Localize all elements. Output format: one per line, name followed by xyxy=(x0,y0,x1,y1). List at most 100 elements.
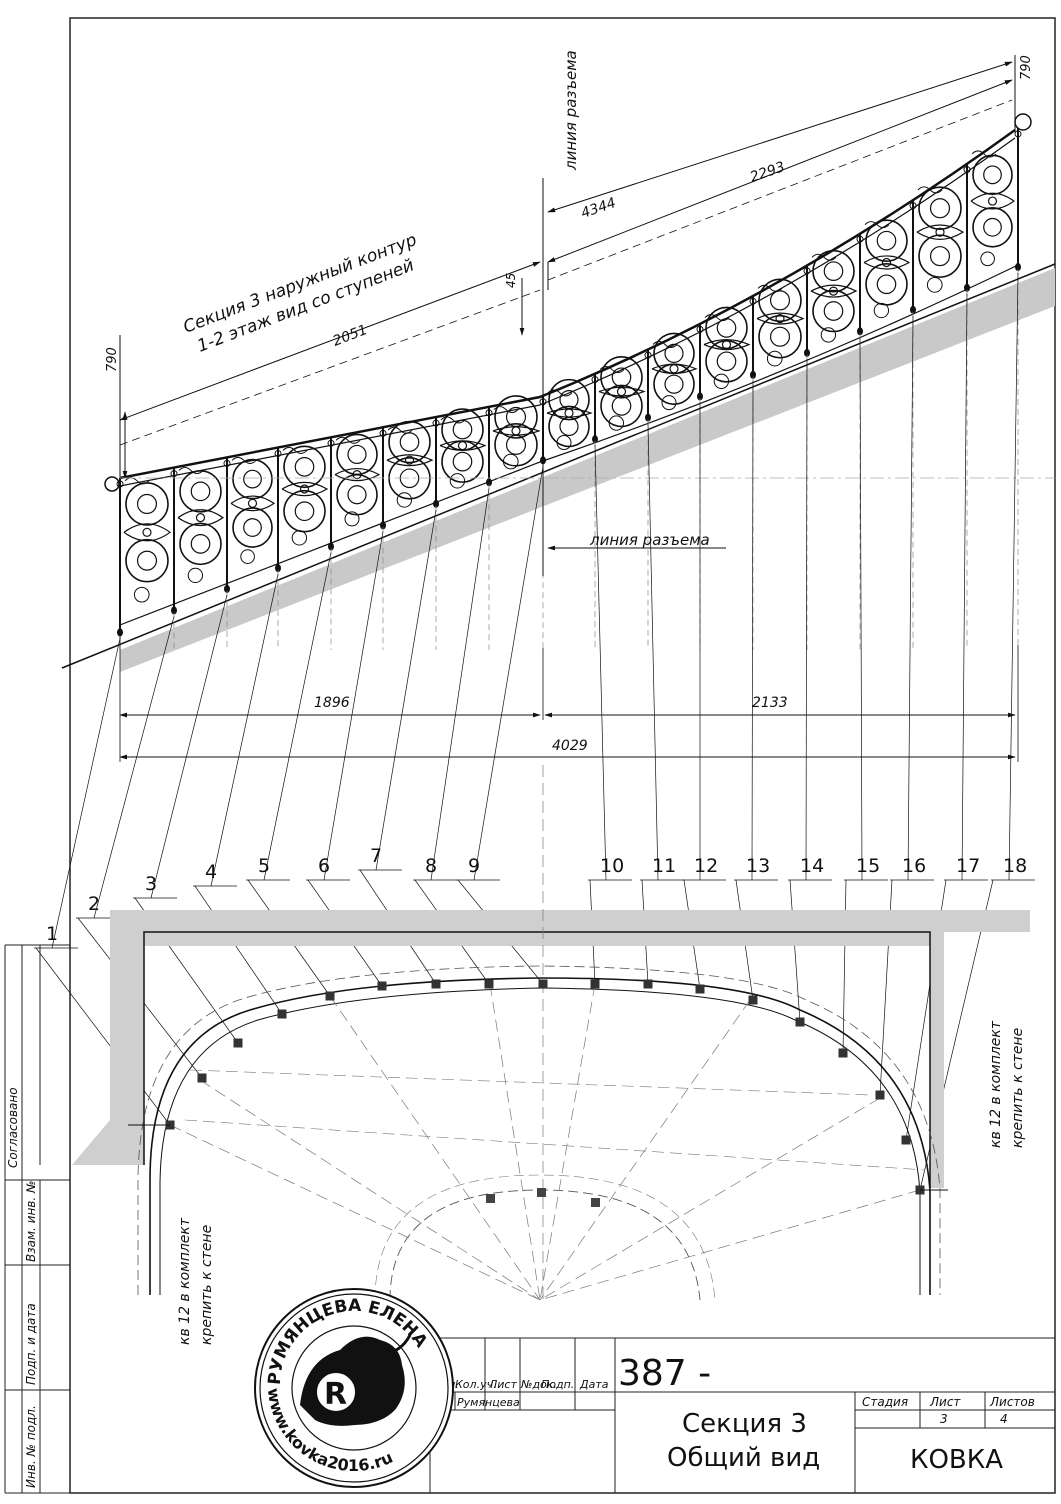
leader-lines xyxy=(34,273,1035,1191)
post-number-8: 8 xyxy=(425,855,437,877)
well-post xyxy=(486,1194,495,1203)
leader-to-plan xyxy=(194,885,283,1015)
drawing-title-line1: Секция 3 xyxy=(682,1409,807,1439)
col-list: Лист xyxy=(488,1378,517,1391)
ornament-panel xyxy=(177,466,225,584)
post-foot xyxy=(171,606,177,615)
well-post xyxy=(591,1198,600,1207)
ornament-panel xyxy=(546,378,593,451)
wall-note-left-line1: кв 12 в комплект xyxy=(177,1217,193,1345)
col-data: Дата xyxy=(579,1378,609,1391)
col-koluch: Кол.уч. xyxy=(455,1378,497,1391)
leader-to-elevation xyxy=(375,509,437,871)
post-foot xyxy=(328,542,334,551)
sheet-value: 3 xyxy=(940,1412,948,1426)
ornament-panel xyxy=(281,445,329,546)
post-foot xyxy=(910,305,916,314)
post-number-17: 17 xyxy=(956,855,980,877)
sheets-value: 4 xyxy=(1000,1412,1008,1426)
post-number-11: 11 xyxy=(652,855,676,877)
posts-group xyxy=(116,127,1022,650)
post-cap xyxy=(1014,130,1022,138)
post-cap xyxy=(327,439,335,447)
plan-post-marker xyxy=(875,1090,885,1100)
plan-post-marker xyxy=(197,1073,207,1083)
post-foot xyxy=(592,435,598,444)
leader-to-elevation xyxy=(150,594,228,899)
wall-note-right-line1: кв 12 в комплект xyxy=(988,1020,1004,1148)
author-name: Румянцева xyxy=(457,1396,520,1409)
post-number-15: 15 xyxy=(856,855,880,877)
plan-post-marker xyxy=(277,1009,287,1019)
post-foot xyxy=(224,584,230,593)
post-cap xyxy=(749,297,757,305)
plan-post-marker xyxy=(233,1038,243,1048)
post-number-13: 13 xyxy=(746,855,770,877)
plan-post-marker xyxy=(695,984,705,994)
ornament-panel xyxy=(703,306,751,389)
leader-to-elevation xyxy=(805,358,808,881)
sheet-frame xyxy=(69,17,1056,1494)
stamp-inv-podl: Инв. № подл. xyxy=(24,1405,38,1488)
leader-to-elevation xyxy=(430,488,490,881)
leader-to-elevation xyxy=(93,616,175,919)
post-number-4: 4 xyxy=(205,861,217,883)
elevation-view: линия разъема линия разъема Секция 3 нар… xyxy=(61,50,1056,762)
org-name: КОВКА xyxy=(910,1445,1003,1475)
post-cap xyxy=(696,325,704,333)
post-foot xyxy=(275,564,281,573)
post-cap xyxy=(379,429,387,437)
dim-left-height: 790 xyxy=(105,347,120,372)
post-number-10: 10 xyxy=(600,855,624,877)
side-stamp xyxy=(4,944,70,1494)
post-foot xyxy=(857,327,863,336)
dim-upper-total: 4344 xyxy=(579,195,618,222)
dim-plan-right: 2133 xyxy=(752,695,788,711)
leader-to-plan xyxy=(35,947,171,1126)
post-number-2: 2 xyxy=(88,893,100,915)
doc-number: 387 - xyxy=(618,1353,711,1394)
plan-post-marker xyxy=(431,979,441,989)
post-foot xyxy=(697,392,703,401)
post-foot xyxy=(380,521,386,530)
split-line-label-bottom: линия разъема xyxy=(589,531,710,549)
dim-plan-left: 1896 xyxy=(314,695,350,711)
col-podp: Подп. xyxy=(541,1378,574,1391)
leader-to-plan xyxy=(842,879,847,1054)
ornament-panel xyxy=(439,408,487,489)
stamp-vzam-inv: Взам. инв. № xyxy=(24,1181,38,1262)
plan-posts xyxy=(165,979,925,1195)
dim-upper-slope: 2293 xyxy=(748,159,787,186)
ornament-panel xyxy=(810,249,858,343)
post-foot xyxy=(1015,263,1021,272)
post-cap xyxy=(274,450,282,458)
ornament-panel xyxy=(598,355,646,431)
leader-to-elevation xyxy=(263,552,332,881)
wall-note-right-line2: крепить к стене xyxy=(1010,1028,1026,1148)
logo-monogram: R xyxy=(324,1377,347,1412)
drawing-title-line2: Общий вид xyxy=(667,1443,820,1473)
post-number-5: 5 xyxy=(258,855,270,877)
well-post xyxy=(537,1188,546,1197)
plan-post-marker xyxy=(901,1135,911,1145)
post-foot xyxy=(804,348,810,357)
post-foot xyxy=(964,283,970,292)
split-line-label-top: линия разъема xyxy=(562,50,580,171)
wall-shading xyxy=(72,910,1030,1188)
leader-to-plan xyxy=(789,879,801,1023)
col-ndok: №док. xyxy=(520,1378,557,1391)
leader-to-elevation xyxy=(859,337,863,881)
post-foot xyxy=(645,413,651,422)
post-number-9: 9 xyxy=(468,855,480,877)
plan-post-marker xyxy=(538,979,548,989)
post-cap xyxy=(644,351,652,359)
ornament-panel xyxy=(970,150,1016,267)
ornament-panel xyxy=(916,186,965,293)
dim-right-height: 790 xyxy=(1019,55,1034,80)
plan-post-marker xyxy=(484,979,494,989)
plan-post-marker xyxy=(748,995,758,1005)
post-foot xyxy=(750,370,756,379)
ornament-panel xyxy=(386,420,434,508)
